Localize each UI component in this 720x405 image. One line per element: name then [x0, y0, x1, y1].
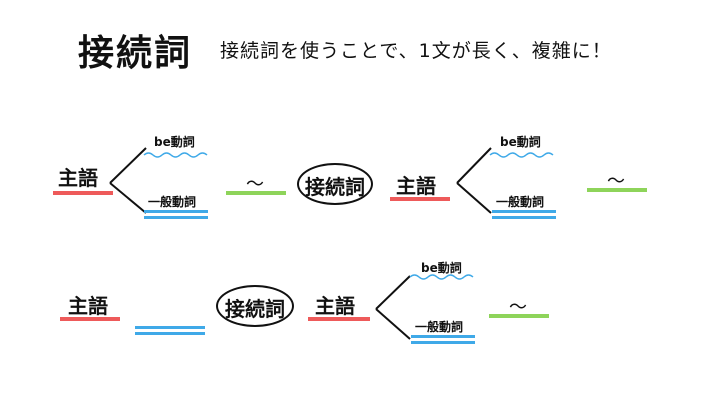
subject-label: 主語: [68, 294, 108, 318]
verb-double-underline: [411, 335, 475, 344]
subject-underline: [60, 317, 120, 321]
verb-double-underline: [492, 210, 556, 219]
branch-line: [375, 308, 411, 340]
tilde-mark: ～: [607, 171, 625, 192]
be-verb-label: be動詞: [500, 135, 541, 149]
branch-line: [109, 182, 147, 214]
subject-label: 主語: [58, 166, 98, 190]
conjunction-oval: [297, 163, 373, 205]
page-subtitle: 接続詞を使うことで、1文が長く、複雑に！: [220, 40, 612, 62]
page-title: 接続詞: [78, 33, 193, 74]
wavy-underline: [143, 152, 208, 158]
be-verb-label: be動詞: [154, 135, 195, 149]
branch-line: [375, 275, 411, 310]
wavy-underline: [489, 152, 554, 158]
complement-underline: [587, 188, 647, 192]
general-verb-label: 一般動詞: [496, 195, 545, 209]
conjunction-oval: [216, 285, 294, 327]
conjunction-label: 接続詞: [305, 175, 365, 199]
subject-underline: [53, 191, 113, 195]
tilde-mark: ～: [246, 174, 264, 195]
verb-double-underline: [144, 210, 208, 219]
general-verb-label: 一般動詞: [415, 320, 464, 334]
be-verb-label: be動詞: [421, 261, 462, 275]
subject-underline: [390, 197, 450, 201]
complement-underline: [489, 314, 549, 318]
branch-line: [456, 147, 492, 184]
tilde-mark: ～: [509, 297, 527, 318]
wavy-underline: [409, 274, 474, 280]
complement-underline: [226, 191, 286, 195]
verb-double-underline: [135, 326, 205, 335]
subject-underline: [308, 317, 370, 321]
branch-line: [109, 147, 147, 184]
branch-line: [456, 182, 492, 214]
subject-label: 主語: [315, 294, 355, 318]
general-verb-label: 一般動詞: [148, 195, 197, 209]
conjunction-label: 接続詞: [225, 297, 285, 321]
subject-label: 主語: [396, 174, 436, 198]
